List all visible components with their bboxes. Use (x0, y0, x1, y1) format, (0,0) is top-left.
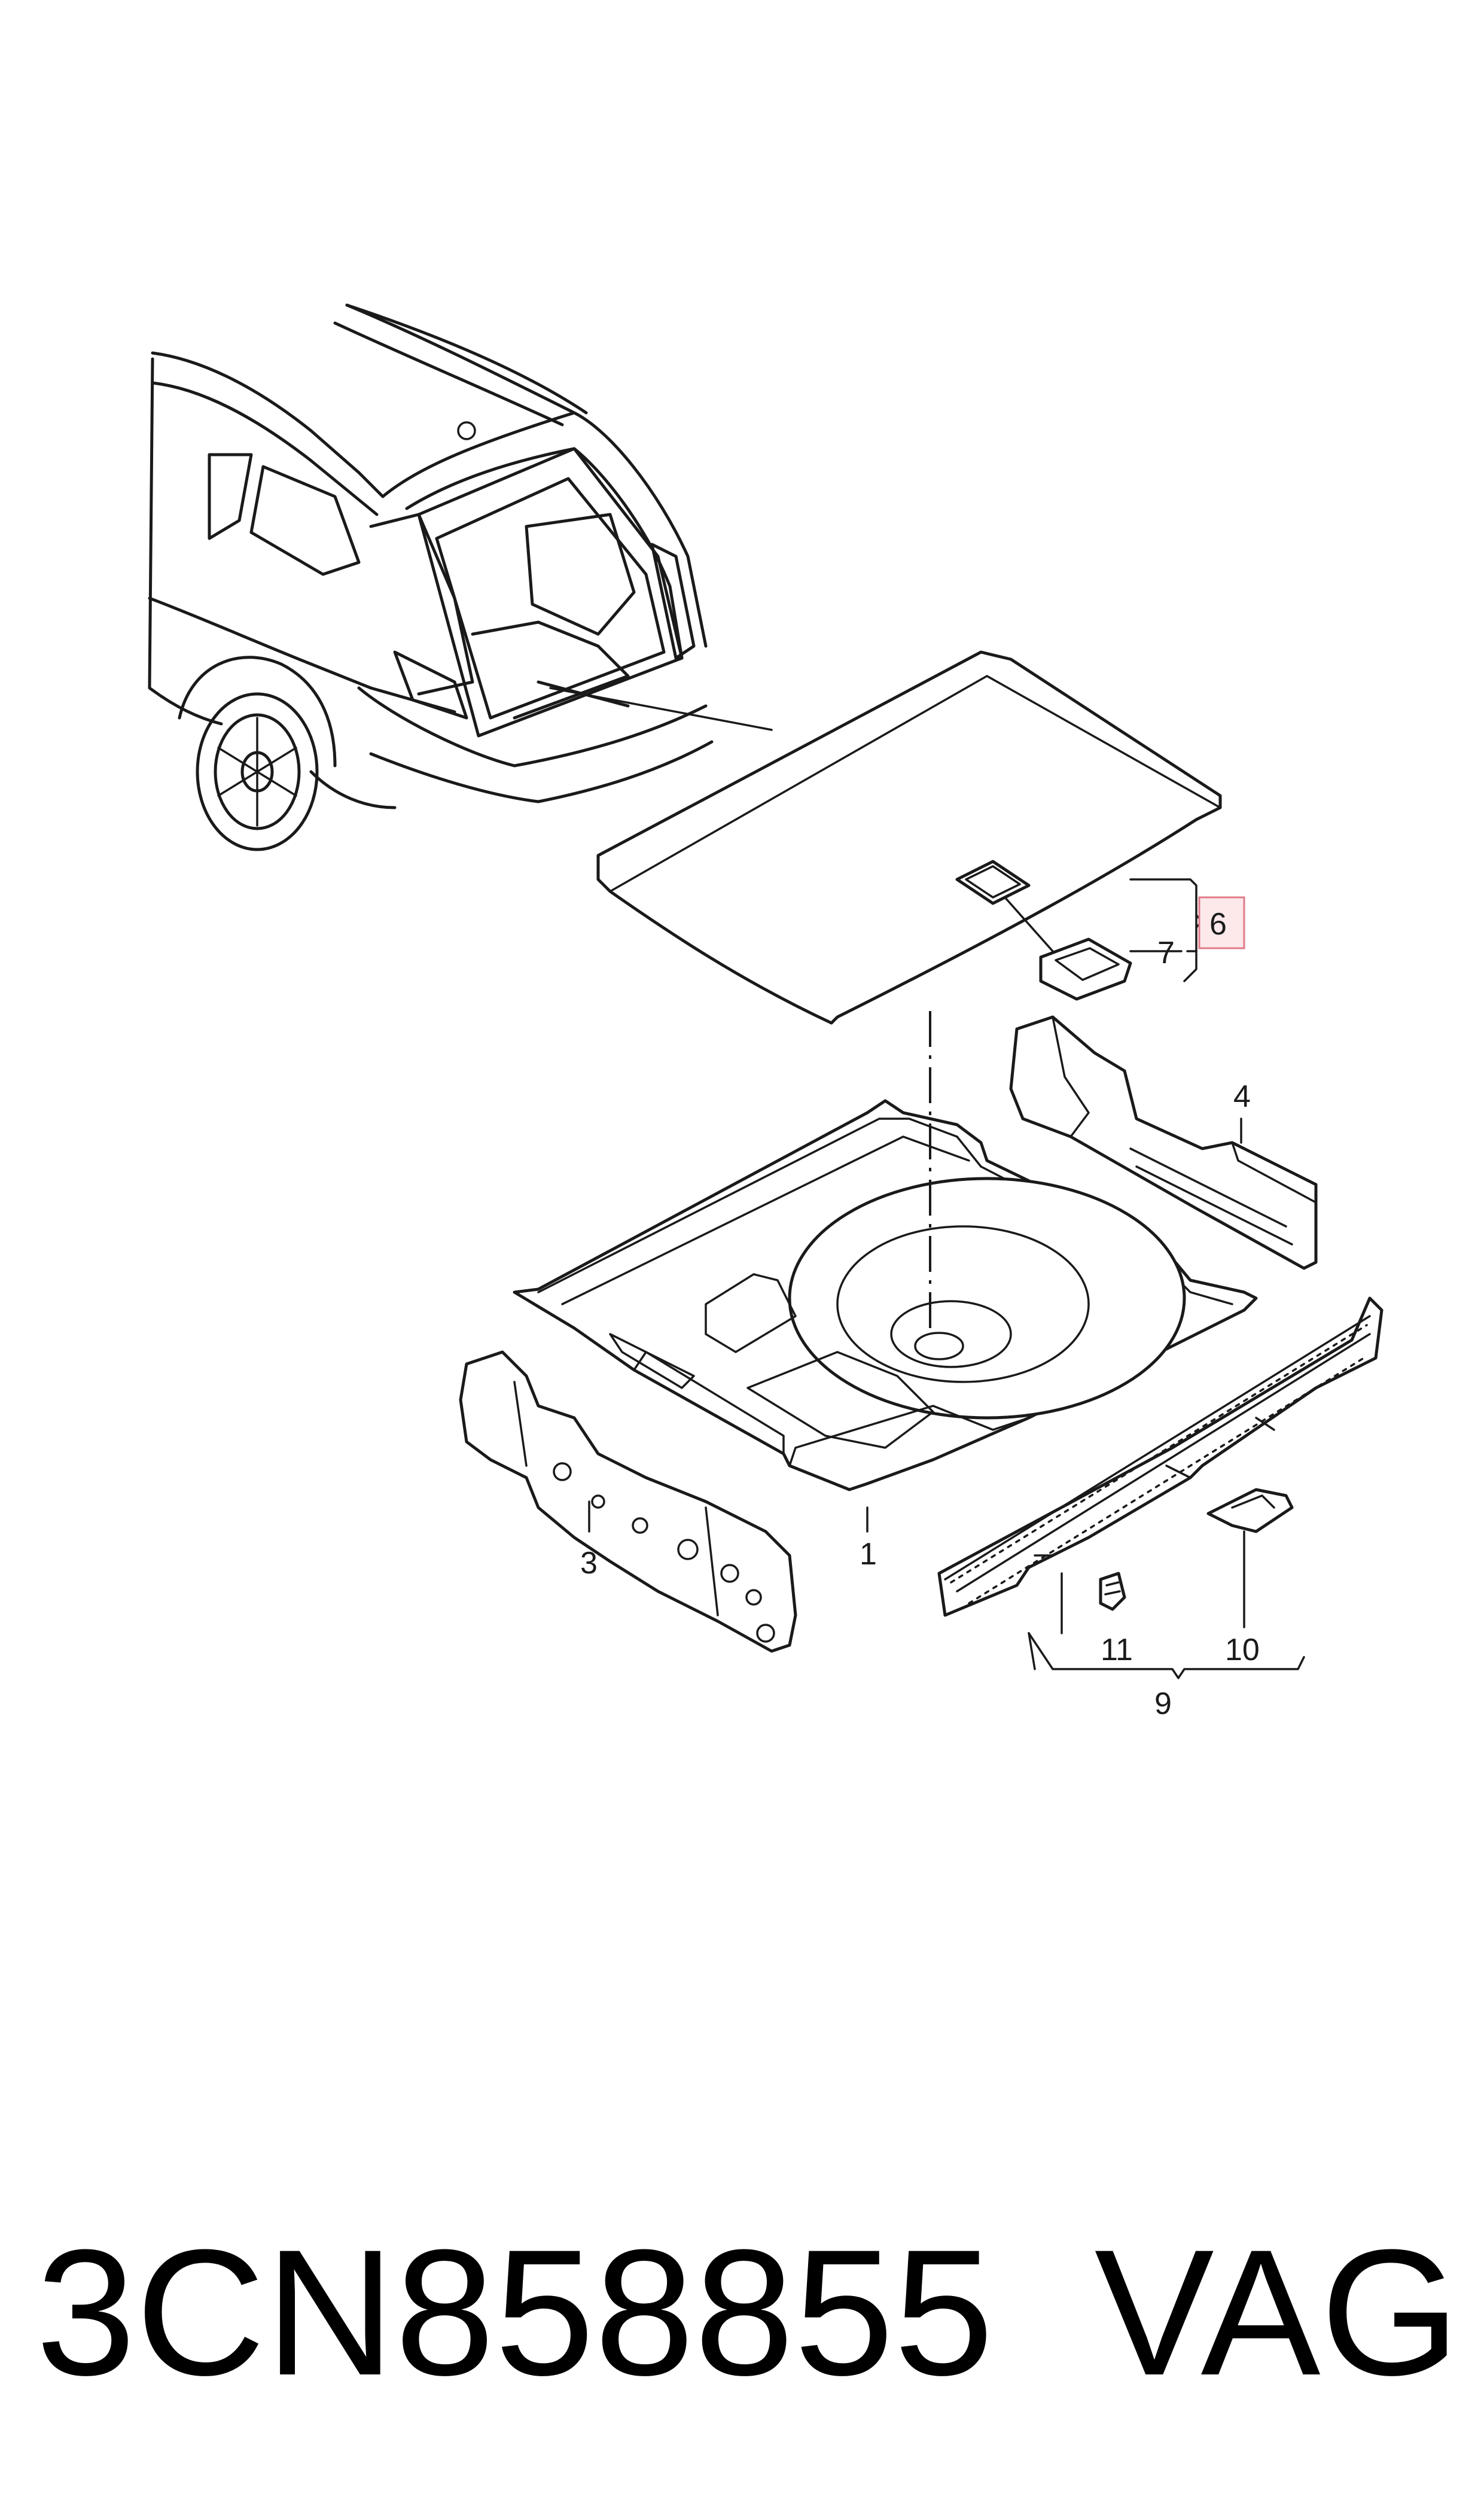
callout-7[interactable]: 7 (1157, 936, 1175, 970)
leader-lines (549, 687, 1305, 1679)
part-10-clip (1206, 1488, 1294, 1533)
part-11-clip (1099, 1572, 1126, 1611)
callout-6-highlight (1198, 896, 1245, 949)
part-7-cover-cap (1039, 937, 1132, 1001)
part-4-side-trim (1009, 1015, 1318, 1270)
callout-9[interactable]: 9 (1154, 1686, 1172, 1721)
callout-6[interactable]: 6 (1209, 907, 1227, 942)
callout-10[interactable]: 10 (1225, 1633, 1260, 1667)
part-6-cargo-floor-panel (596, 650, 1222, 1025)
callout-4[interactable]: 4 (1233, 1079, 1251, 1114)
callout-11[interactable]: 11 (1101, 1633, 1133, 1667)
brand-name: VAG (1094, 2212, 1460, 2413)
callout-3[interactable]: 3 (580, 1546, 598, 1581)
part-1-trunk-floor (513, 1099, 1258, 1491)
part-number: 3CN858855 (36, 2212, 994, 2413)
callout-1[interactable]: 1 (860, 1537, 877, 1572)
part-3-cross-member (459, 1350, 797, 1653)
vehicle-illustration (148, 303, 714, 851)
part-9-loading-sill-trim (937, 1296, 1384, 1617)
callout-labels: 6 7 4 1 3 11 10 9 (580, 896, 1260, 1721)
